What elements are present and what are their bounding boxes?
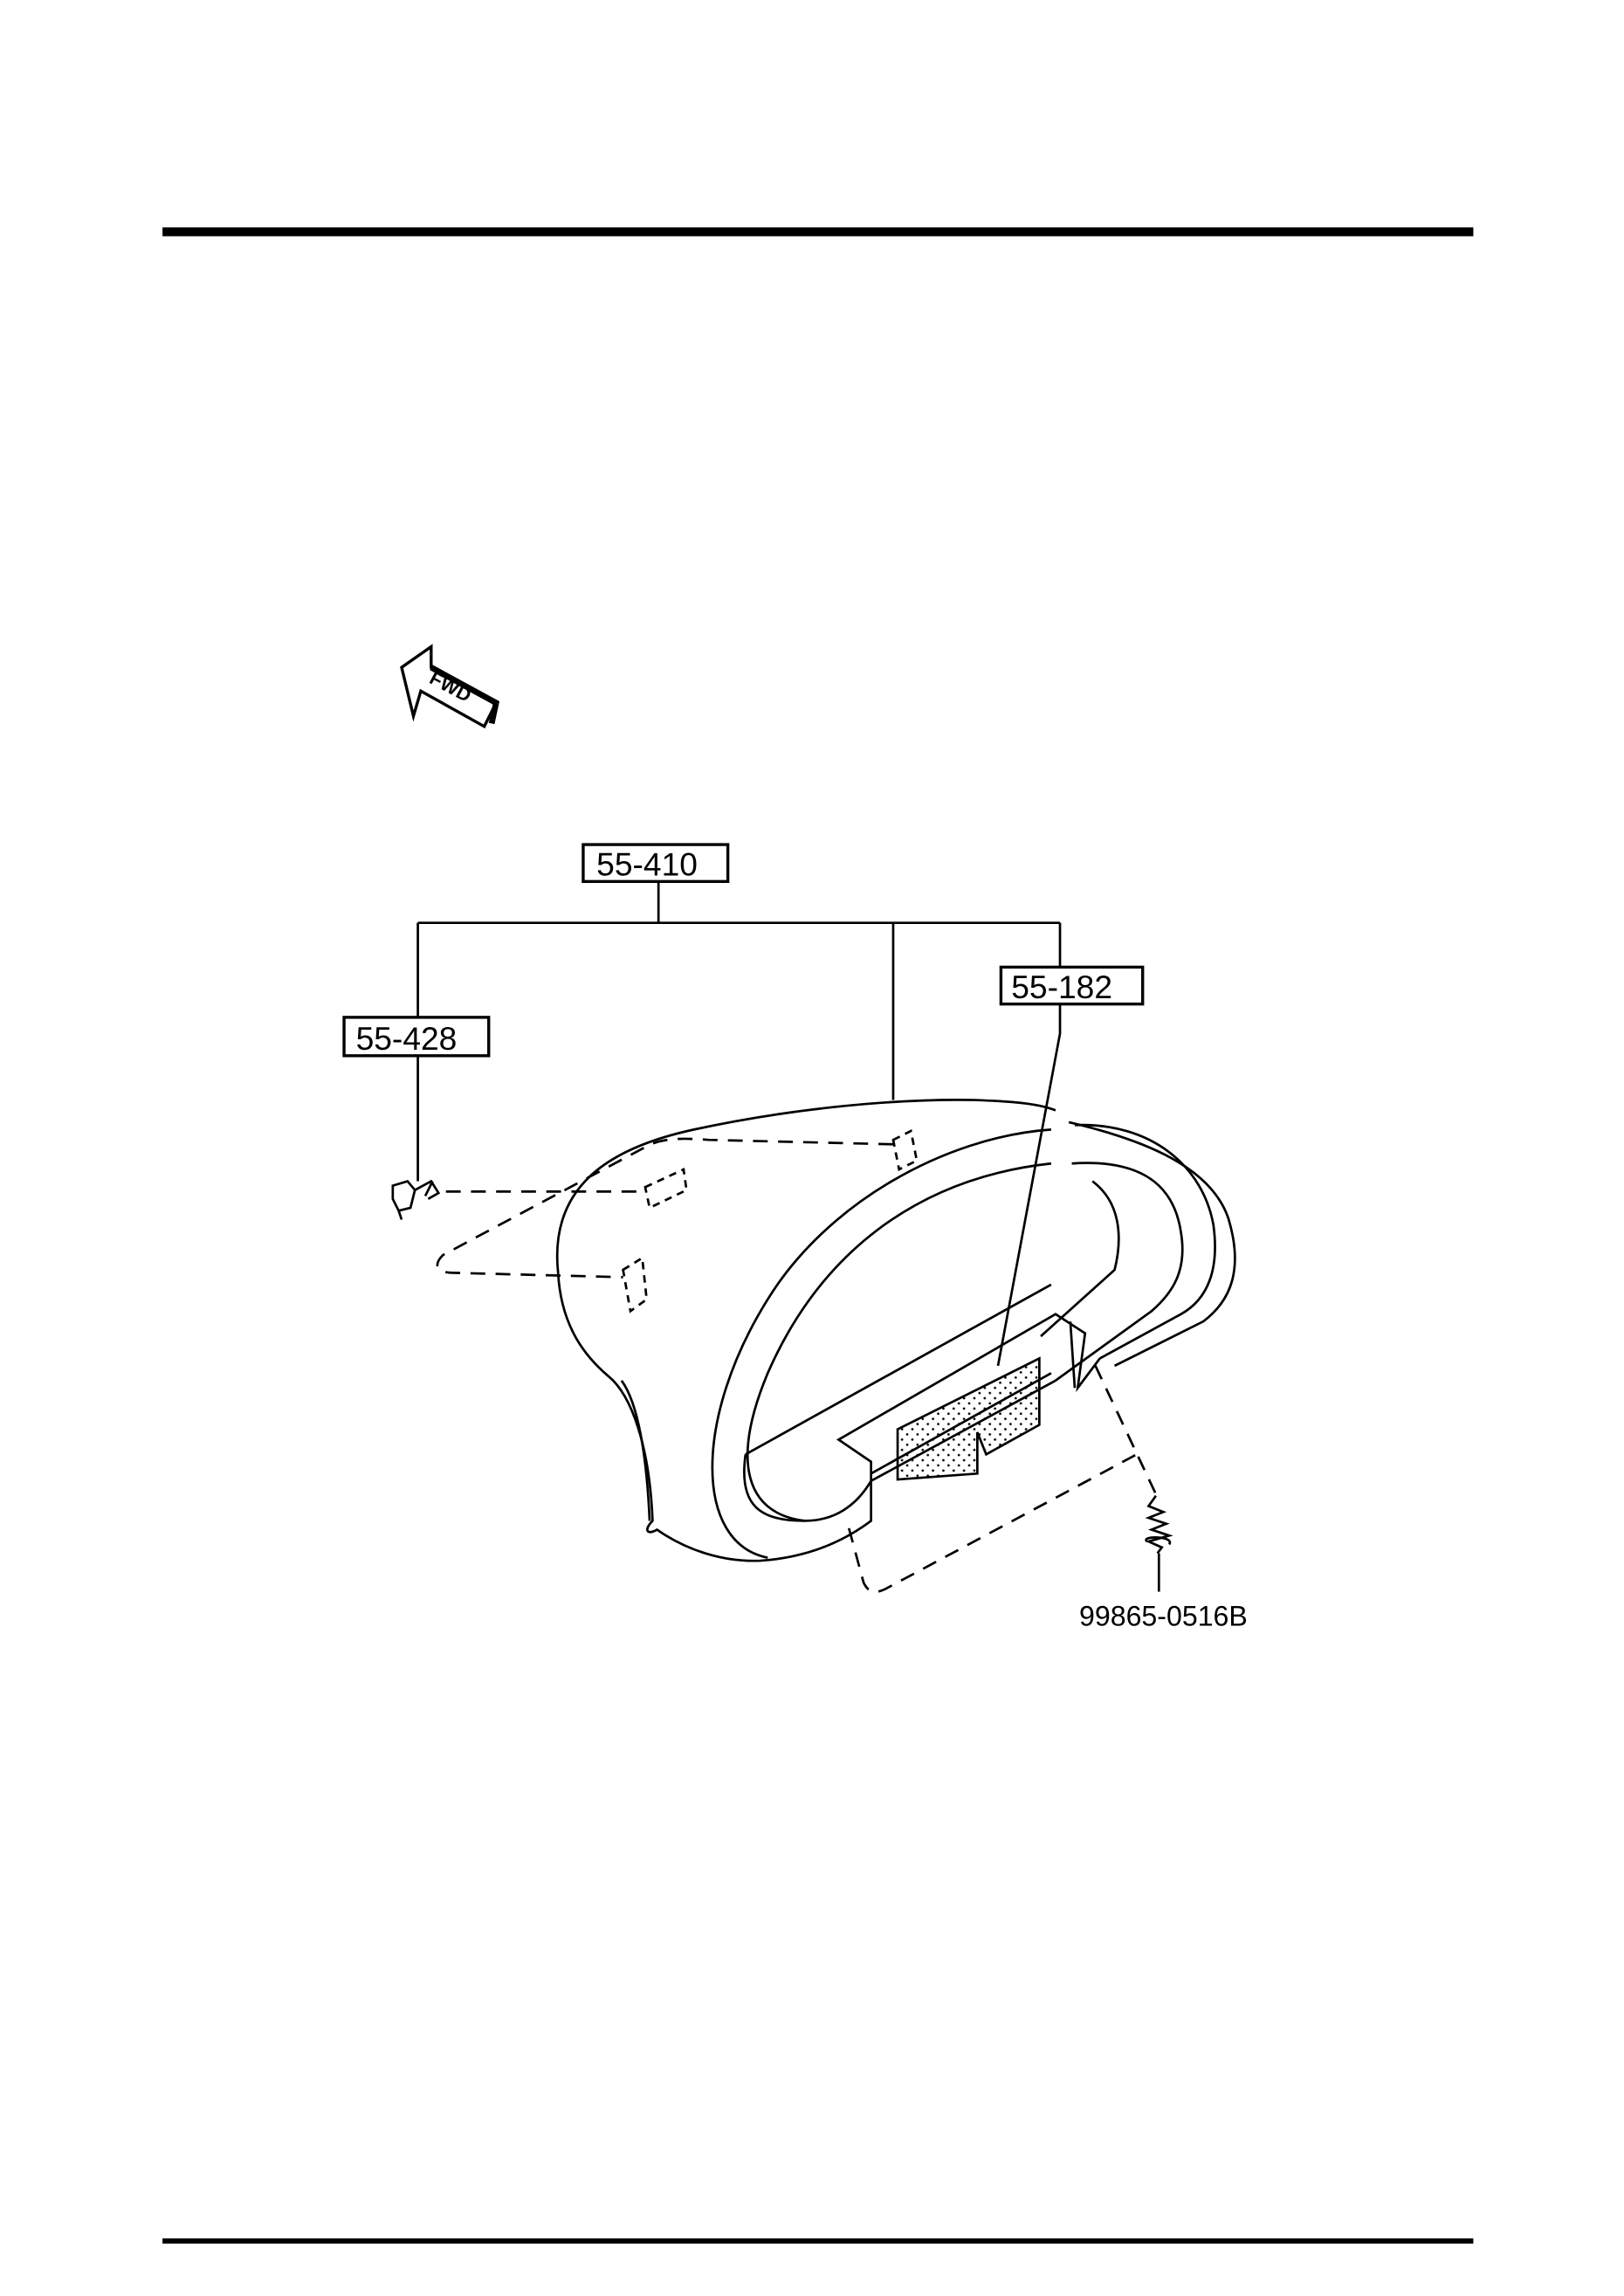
callout-label: 55-428: [356, 1020, 458, 1057]
callout-label: 55-410: [596, 846, 698, 883]
bottom-rule: [162, 2238, 1474, 2244]
leader-lines: [416, 881, 1062, 1367]
callout-55-410[interactable]: 55-410: [581, 843, 730, 884]
fastener-label: 99865-0516B: [1079, 1600, 1248, 1631]
top-rule: [162, 227, 1474, 237]
clip-icon: [391, 1179, 441, 1220]
cushion-pad: [896, 1356, 1041, 1481]
fwd-arrow-icon: FWD: [400, 644, 500, 729]
clip-assembly-line: [436, 1137, 894, 1279]
callout-55-428[interactable]: 55-428: [342, 1016, 491, 1058]
callout-label: 55-182: [1011, 969, 1112, 1005]
screw-icon: [1145, 1494, 1173, 1592]
meter-hood-shell: [555, 1099, 1236, 1562]
screw-assembly-line: [847, 1365, 1158, 1594]
callout-55-182[interactable]: 55-182: [999, 965, 1145, 1006]
